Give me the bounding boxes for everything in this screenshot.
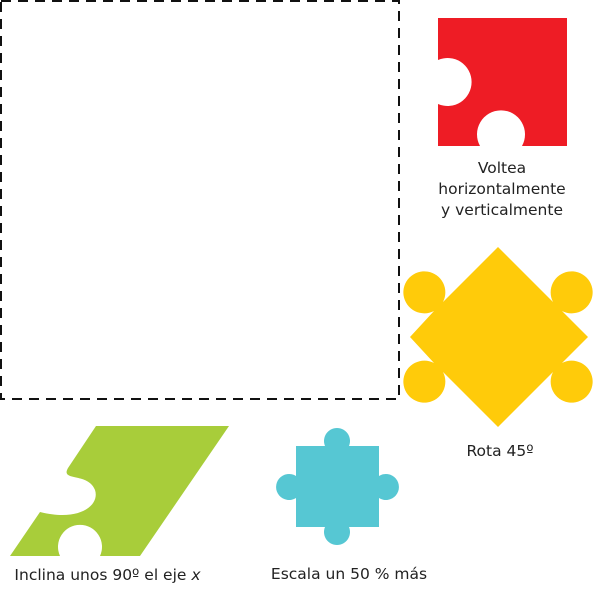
red-flipped-puzzle-piece xyxy=(438,18,567,146)
skew-caption: Inclina unos 90º el eje x xyxy=(0,565,215,586)
flip-caption-line-1: Voltea xyxy=(477,159,527,177)
green-skewed-puzzle-piece xyxy=(10,426,229,556)
rotate-caption: Rota 45º xyxy=(466,442,534,460)
flip-caption: Voltea horizontalmente y verticalmente xyxy=(418,158,586,221)
dashed-target-square xyxy=(0,0,400,400)
skew-caption-text: Inclina unos 90º el eje xyxy=(14,566,192,584)
flip-caption-line-2: horizontalmente xyxy=(438,180,566,198)
skew-caption-axis: x xyxy=(191,566,201,584)
flip-caption-line-3: y verticalmente xyxy=(441,201,563,219)
scale-caption: Escala un 50 % más xyxy=(270,565,428,583)
yellow-rotated-puzzle-piece xyxy=(403,247,593,427)
cyan-scaled-puzzle-piece xyxy=(276,428,399,545)
